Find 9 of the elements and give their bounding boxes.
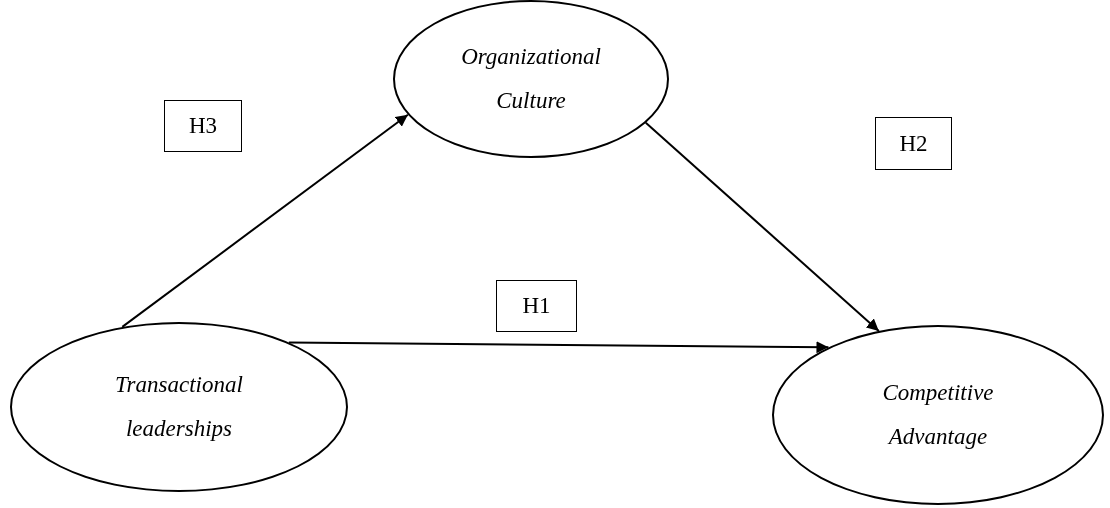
- hypothesis-label: H3: [164, 100, 242, 152]
- construct-label: Transactional leaderships: [114, 371, 244, 443]
- arrow: [644, 121, 880, 332]
- construct-label: Competitive Advantage: [881, 379, 995, 451]
- hypothesis-label: H1: [496, 280, 577, 332]
- arrow: [121, 113, 409, 328]
- construct-label: Organizational Culture: [460, 43, 602, 115]
- arrow: [287, 341, 830, 354]
- hypothesis-label: H2: [875, 117, 952, 170]
